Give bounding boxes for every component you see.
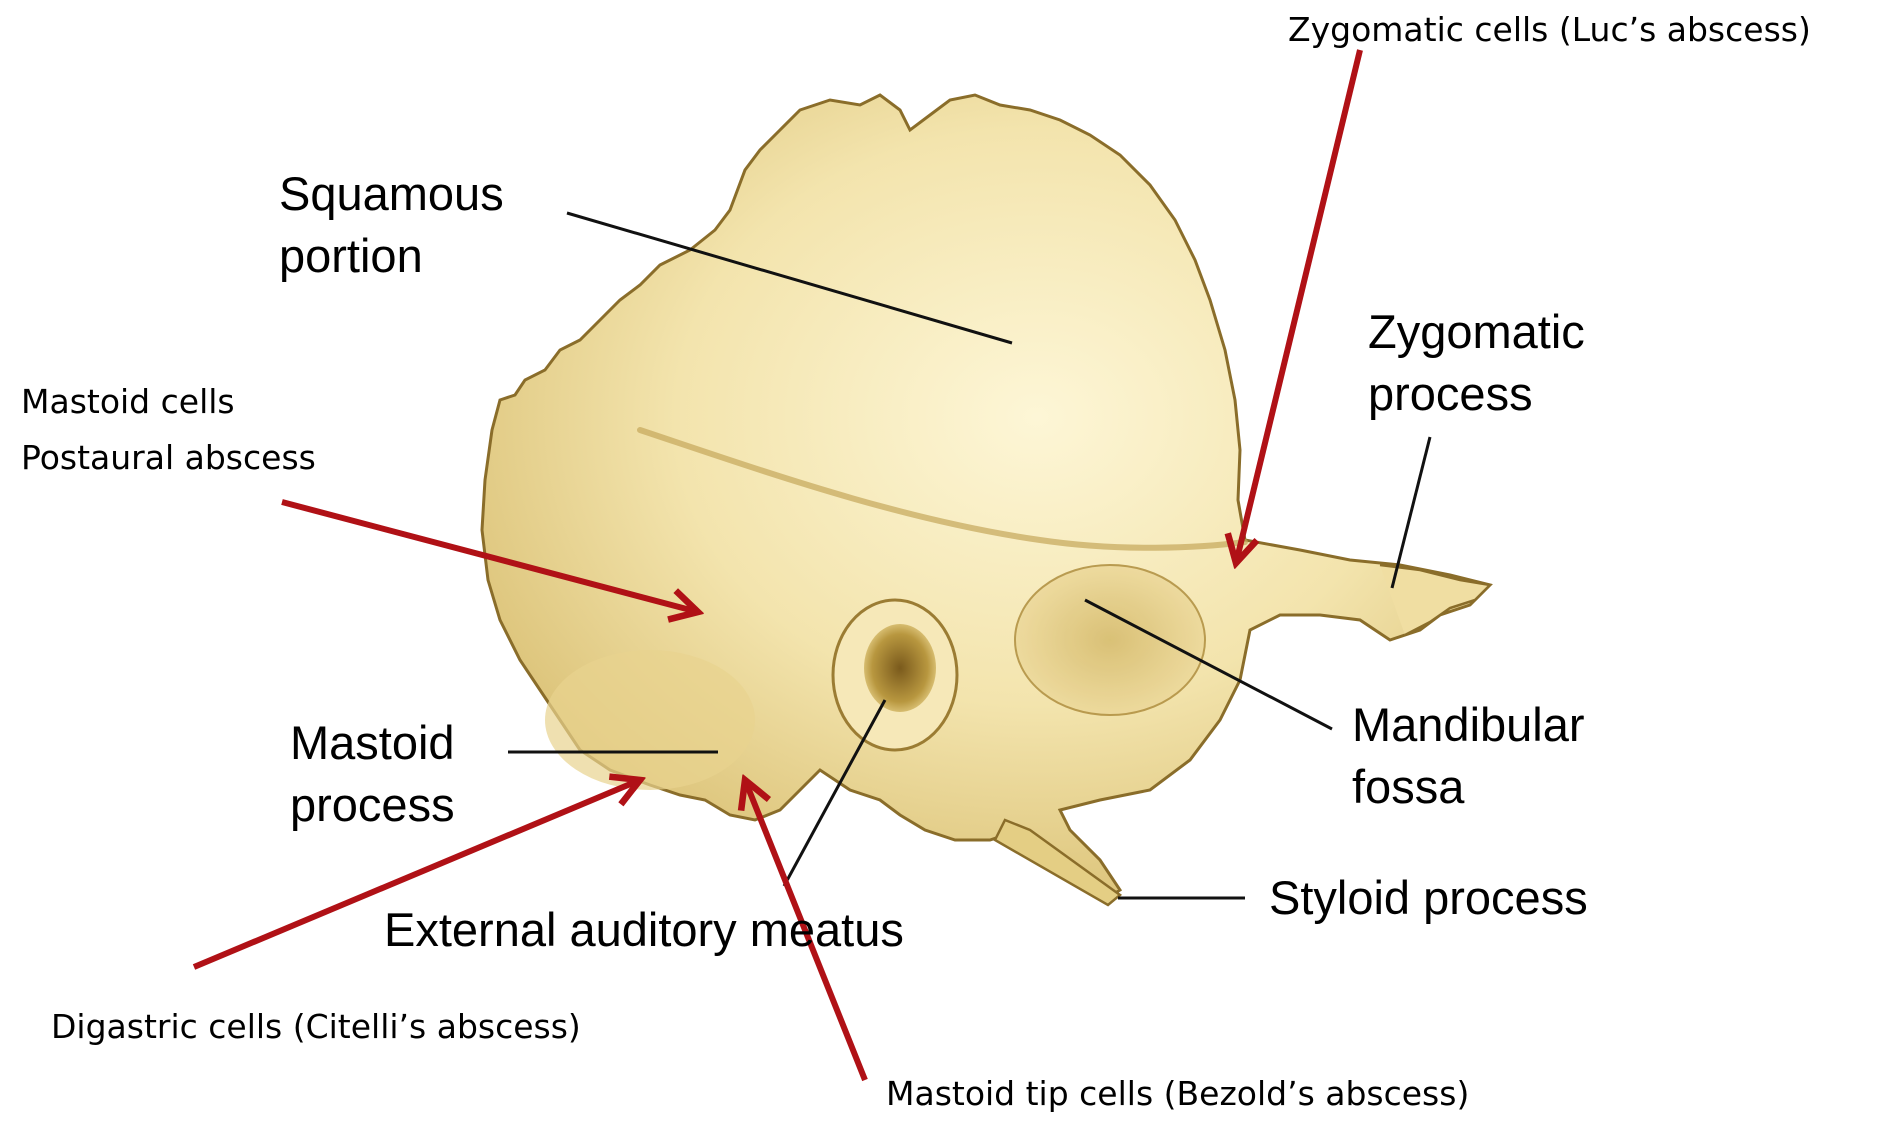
meatus-opening <box>864 624 936 712</box>
label-mandibular-fossa: Mandibular fossa <box>1352 694 1585 818</box>
mandibular-fossa-shape <box>1015 565 1205 715</box>
label-squamous-line1: Squamous <box>279 163 504 225</box>
label-mastoid-cells: Mastoid cells Postaural abscess <box>21 374 316 486</box>
label-squamous-portion: Squamous portion <box>279 163 504 287</box>
label-zygomatic-process: Zygomatic process <box>1368 301 1585 425</box>
label-mastoid-cells-line2: Postaural abscess <box>21 430 316 486</box>
arrow-zygomatic-cells <box>1236 50 1360 563</box>
label-mastoid-tip-cells: Mastoid tip cells (Bezold’s abscess) <box>886 1066 1469 1122</box>
leader-zygomatic-process <box>1392 437 1430 588</box>
label-zygomatic-process-line1: Zygomatic <box>1368 301 1585 363</box>
label-squamous-line2: portion <box>279 225 504 287</box>
label-zygomatic-cells: Zygomatic cells (Luc’s abscess) <box>1288 2 1811 58</box>
label-mastoid-cells-line1: Mastoid cells <box>21 374 316 430</box>
label-styloid-process: Styloid process <box>1269 867 1588 929</box>
label-digastric-cells: Digastric cells (Citelli’s abscess) <box>51 999 581 1055</box>
label-mastoid-process: Mastoid process <box>290 712 455 836</box>
label-zygomatic-process-line2: process <box>1368 363 1585 425</box>
label-mandibular-fossa-line1: Mandibular <box>1352 694 1585 756</box>
label-mastoid-process-line2: process <box>290 774 455 836</box>
label-mastoid-process-line1: Mastoid <box>290 712 455 774</box>
mastoid-region-shape <box>545 650 755 790</box>
label-mandibular-fossa-line2: fossa <box>1352 756 1585 818</box>
label-external-auditory-meatus: External auditory meatus <box>384 899 904 961</box>
